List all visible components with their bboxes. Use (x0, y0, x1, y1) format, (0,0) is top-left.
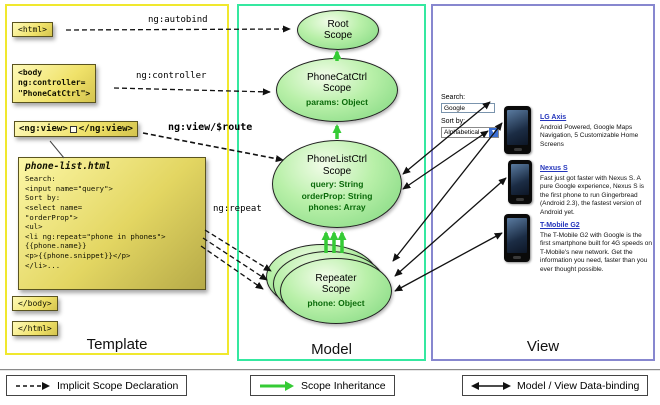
sort-selected-value: Alphabetical (444, 129, 480, 136)
ng-repeat-label: ng:repeat (213, 204, 262, 214)
ng-autobind-label: ng:autobind (148, 15, 208, 25)
repeater-scope-props: phone: Object (307, 297, 365, 308)
phone-entry: Nexus S Fast just got faster with Nexus … (540, 157, 652, 217)
phone-name-link[interactable]: Nexus S (540, 165, 568, 172)
view-placeholder-square (69, 125, 77, 133)
search-input[interactable] (441, 103, 495, 113)
phone-entry: T-Mobile G2 The T-Mobile G2 with Google … (540, 214, 652, 274)
ng-view-open-text: <ng:view> (19, 124, 68, 134)
legend-implicit-label: Implicit Scope Declaration (57, 379, 179, 392)
dashed-arrow-icon (16, 381, 50, 390)
phonelist-scope-name: PhoneListCtrl (306, 154, 368, 166)
double-arrow-icon (471, 381, 511, 390)
ng-view-route-label: ng:view/$route (168, 122, 253, 133)
legend-scope-inheritance: Scope Inheritance (250, 375, 395, 396)
search-label: Search: (441, 94, 466, 101)
phone-image (508, 160, 532, 204)
legend-divider (0, 369, 660, 371)
phone-image (504, 106, 531, 154)
html-open-tag-box: <html> (12, 22, 53, 37)
repeater-scope-name: Repeater (315, 272, 357, 284)
phone-list-code: Search: <input name="query"> Sort by: <s… (25, 174, 166, 270)
view-panel-label: View (526, 338, 560, 355)
phone-entry: LG Axis Android Powered, Google Maps Nav… (540, 106, 652, 149)
html-close-tag-box: </html> (12, 321, 58, 336)
phone-list-title: phone-list.html (25, 161, 111, 172)
green-arrow-icon (260, 380, 294, 391)
root-scope-name: Root (327, 18, 349, 30)
phone-name-link[interactable]: LG Axis (540, 114, 567, 121)
body-close-tag-box: </body> (12, 296, 58, 311)
phonecatctrl-scope-ellipse: PhoneCatCtrl Scope params: Object (276, 58, 398, 122)
legend-implicit-scope: Implicit Scope Declaration (6, 375, 188, 396)
ng-controller-label: ng:controller (136, 71, 207, 81)
legend-binding-label: Model / View Data-binding (517, 379, 640, 392)
legend-inheritance-label: Scope Inheritance (301, 379, 386, 392)
model-panel-label: Model (311, 341, 352, 358)
phonecat-scope-name: PhoneCatCtrl (306, 71, 368, 83)
phone-screen (507, 110, 528, 145)
phone-image (504, 214, 530, 262)
phone-screen (511, 164, 529, 195)
phonelistctrl-scope-ellipse: PhoneListCtrl Scope query: String orderP… (272, 140, 402, 228)
sort-label: Sort by: (441, 118, 466, 125)
repeater-scope-ellipse: Repeater Scope phone: Object (280, 258, 392, 324)
root-scope-ellipse: Root Scope (297, 10, 379, 50)
phonelist-scope-props: query: String orderProp: String phones: … (301, 179, 373, 213)
phone-description: The T-Mobile G2 with Google is the first… (540, 232, 653, 273)
phone-list-template-box: phone-list.html Search: <input name="que… (18, 157, 206, 290)
phonecat-scope-props: params: Object (306, 96, 368, 107)
phone-button (513, 256, 521, 259)
root-scope-name-2: Scope (323, 30, 353, 41)
phone-button (513, 148, 522, 151)
ng-view-close-text: </ng:view> (78, 124, 133, 134)
phone-description: Fast just got faster with Nexus S. A pur… (540, 175, 645, 216)
repeater-scope-name-2: Scope (321, 284, 351, 296)
phone-name-link[interactable]: T-Mobile G2 (540, 222, 580, 229)
body-controller-tag-box: <body ng:controller= "PhoneCatCtrl"> (12, 64, 97, 104)
phonelist-scope-name-2: Scope (322, 165, 352, 177)
phone-description: Android Powered, Google Maps Navigation,… (540, 124, 639, 148)
ng-view-tag-box: <ng:view> </ng:view> (14, 121, 138, 137)
phonecat-scope-name-2: Scope (322, 83, 352, 95)
phone-button (516, 198, 524, 201)
phone-screen (507, 218, 527, 253)
template-panel-label: Template (86, 336, 148, 353)
chevron-down-icon[interactable]: ▾ (489, 128, 498, 137)
sort-select[interactable]: Alphabetical ▾ (441, 127, 499, 138)
legend-data-binding: Model / View Data-binding (462, 375, 649, 396)
